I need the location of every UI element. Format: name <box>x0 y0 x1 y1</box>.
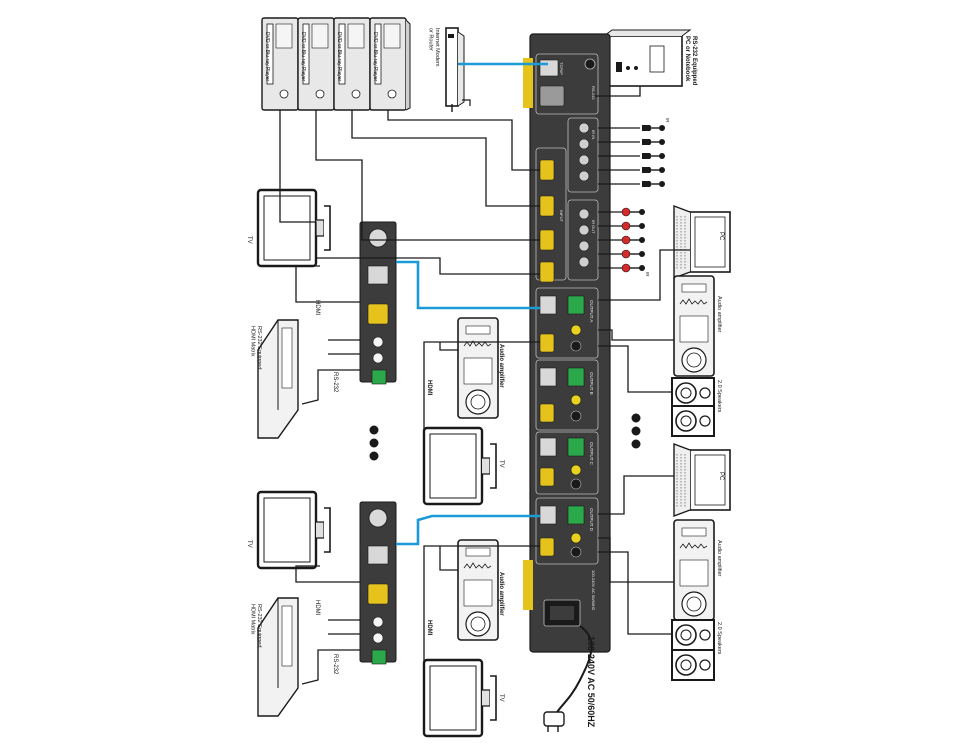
label-rs232-1: RS-232 <box>332 372 338 393</box>
audio-amplifier-right-1 <box>673 275 715 377</box>
ir-emitters-stack <box>598 207 646 273</box>
label-rs232-2: RS-232 <box>332 654 338 675</box>
panel-output-a-label: OUTPUT A <box>589 300 594 322</box>
audio-amplifier-right-2 <box>673 519 715 621</box>
matrix-chassis <box>523 33 611 653</box>
label-power: 100-240V AC 50/60HZ <box>586 636 596 728</box>
speakers-2b <box>671 649 715 681</box>
cables-hdbt-blue <box>396 62 548 546</box>
speakers-2a <box>671 619 715 651</box>
tv-mid-1 <box>422 426 498 506</box>
continuation-dots-left <box>369 425 379 461</box>
audio-amplifier-left-2 <box>457 539 499 641</box>
label-tv-bottom-left: TV <box>246 540 252 548</box>
label-pc-rs232-top: RS-232 EquippedPC or Notebook <box>684 36 697 86</box>
panel-output-b <box>535 359 599 431</box>
label-tv-mid-1: TV <box>498 460 504 468</box>
label-pc-1: PC <box>718 232 724 241</box>
panel-rs232: RS-232 <box>591 86 596 100</box>
label-dvd-3: DVD or Blu-ray Player <box>336 32 342 82</box>
label-ir-1: IR <box>665 118 670 123</box>
hdbt-receiver-2 <box>359 501 397 665</box>
power-inlet <box>543 599 581 627</box>
label-hdmi-mid-2: HDMI <box>426 620 432 636</box>
pc-tower <box>603 29 692 87</box>
label-speakers-1: 2.0 Speakers <box>716 380 722 413</box>
panel-output-d <box>535 497 599 565</box>
label-rs232-matrix-2: RS-232 EquippedHDMI Matrix <box>250 604 262 647</box>
panel-output-c <box>535 431 599 495</box>
label-hdmi-top: HDMI <box>314 300 320 316</box>
continuation-dots-right <box>631 413 641 449</box>
label-tv-mid-2: TV <box>498 694 504 702</box>
panel-input-section <box>535 147 599 283</box>
label-pc-2: PC <box>718 472 724 481</box>
panel-output-b-label: OUTPUT B <box>589 372 594 395</box>
ir-receivers-stack <box>598 124 666 188</box>
label-dvd-1: DVD or Blu-ray Player <box>264 32 270 82</box>
panel-ir-out: IR OUT <box>591 220 596 234</box>
label-speakers-2: 2.0 Speakers <box>716 622 722 655</box>
tv-top <box>256 188 332 268</box>
cables-black <box>279 86 690 690</box>
label-audio-amp-left-1: Audio amplifier <box>498 344 504 388</box>
label-tv-top: TV <box>246 236 252 244</box>
label-internet: Internet Modemor Router <box>428 28 440 67</box>
label-ir-2: IR <box>645 272 650 277</box>
rs232-matrix-1 <box>257 319 299 439</box>
panel-ir-in: IR IN <box>591 130 596 139</box>
pc-laptop-1 <box>673 205 731 279</box>
power-cord <box>543 625 593 732</box>
panel-output-d-label: OUTPUT D <box>589 508 594 532</box>
label-dvd-2: DVD or Blu-ray Player <box>300 32 306 82</box>
panel-input: INPUT <box>559 210 564 223</box>
rs232-matrix-2 <box>257 597 299 717</box>
speakers-1a <box>671 377 715 409</box>
text-labels: RS-232 EquippedPC or Notebook Internet M… <box>246 28 724 728</box>
label-rs232-matrix-1: RS-232 EquippedHDMI Matrix <box>250 326 262 369</box>
panel-ir-section <box>567 117 599 193</box>
speakers-1b <box>671 405 715 437</box>
label-audio-amp-right-2: Audio amplifier <box>716 540 722 577</box>
label-hdmi-mid-1: HDMI <box>426 380 432 396</box>
tv-mid-2 <box>422 658 498 738</box>
label-hdmi-bottom: HDMI <box>314 600 320 616</box>
panel-output-c-label: OUTPUT C <box>589 442 594 466</box>
tv-bottom-left <box>256 490 332 570</box>
panel-labels: TCP/IP RS-232 INPUT IR IN IR OUT OUTPUT … <box>559 62 596 611</box>
label-audio-amp-left-2: Audio amplifier <box>498 572 504 616</box>
label-dvd-4: DVD or Blu-ray Player <box>372 32 378 82</box>
panel-power-rating: 100-240V AC 50/60HZ <box>591 570 596 611</box>
panel-tcpip: TCP/IP <box>559 62 564 75</box>
audio-amplifier-left-1 <box>457 317 499 419</box>
router <box>445 27 471 112</box>
panel-output-a <box>535 287 599 359</box>
hdbt-receiver-1 <box>359 221 397 385</box>
label-audio-amp-right-1: Audio amplifier <box>716 296 722 333</box>
